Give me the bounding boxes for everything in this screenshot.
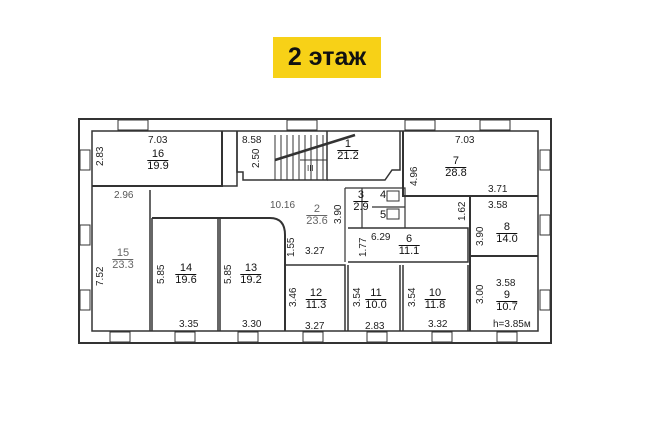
dim-7-height: 4.96 xyxy=(409,166,420,186)
dim-12-width: 3.27 xyxy=(305,321,325,332)
dim-13-width: 3.30 xyxy=(242,319,262,330)
dim-8-side: 1.62 xyxy=(457,201,468,221)
stair-mark: III xyxy=(307,164,314,173)
wall-13-curve xyxy=(152,217,286,331)
dim-12-top: 3.27 xyxy=(305,246,325,257)
stairs xyxy=(274,133,356,180)
dim-15-height: 7.52 xyxy=(95,266,106,286)
dim-corridor-height: 3.90 xyxy=(333,204,344,224)
dim-13-height: 5.85 xyxy=(223,264,234,284)
dim-10-height: 3.54 xyxy=(407,287,418,307)
floor-title: 2 этаж xyxy=(273,37,381,78)
dim-corridor-width: 10.16 xyxy=(270,200,296,211)
dim-16-width: 7.03 xyxy=(148,135,168,146)
dim-9-height: 3.00 xyxy=(475,284,486,304)
outer-wall xyxy=(78,118,552,344)
dim-10-width: 3.32 xyxy=(428,319,448,330)
windows xyxy=(79,119,551,343)
ceiling-height: h=3.85м xyxy=(493,319,531,330)
dim-14-width: 3.35 xyxy=(179,319,199,330)
room-4: 4 xyxy=(379,189,387,201)
dim-9-width: 3.58 xyxy=(496,278,516,289)
inner-wall xyxy=(91,130,539,332)
dim-12-side: 1.55 xyxy=(286,237,297,257)
dim-stair-width: 8.58 xyxy=(242,135,262,146)
dim-stair-height: 2.50 xyxy=(251,148,262,168)
wc-block xyxy=(344,187,406,262)
dim-11-height: 3.54 xyxy=(352,287,363,307)
dim-7-width: 7.03 xyxy=(455,135,475,146)
wall-7 xyxy=(402,131,471,331)
dim-11-width: 2.83 xyxy=(365,321,385,332)
dim-8-height: 3.90 xyxy=(475,226,486,246)
dim-16-height: 2.83 xyxy=(95,146,106,166)
dim-6-width: 6.29 xyxy=(371,232,391,243)
dim-14-height: 5.85 xyxy=(156,264,167,284)
wall-1 xyxy=(327,131,401,181)
dim-15-width: 2.96 xyxy=(114,190,134,201)
dim-8-width: 3.58 xyxy=(488,200,508,211)
dim-6-height: 1.77 xyxy=(358,237,369,257)
dim-12-height: 3.46 xyxy=(288,287,299,307)
dim-8-top: 3.71 xyxy=(488,184,508,195)
room-5: 5 xyxy=(379,209,387,221)
